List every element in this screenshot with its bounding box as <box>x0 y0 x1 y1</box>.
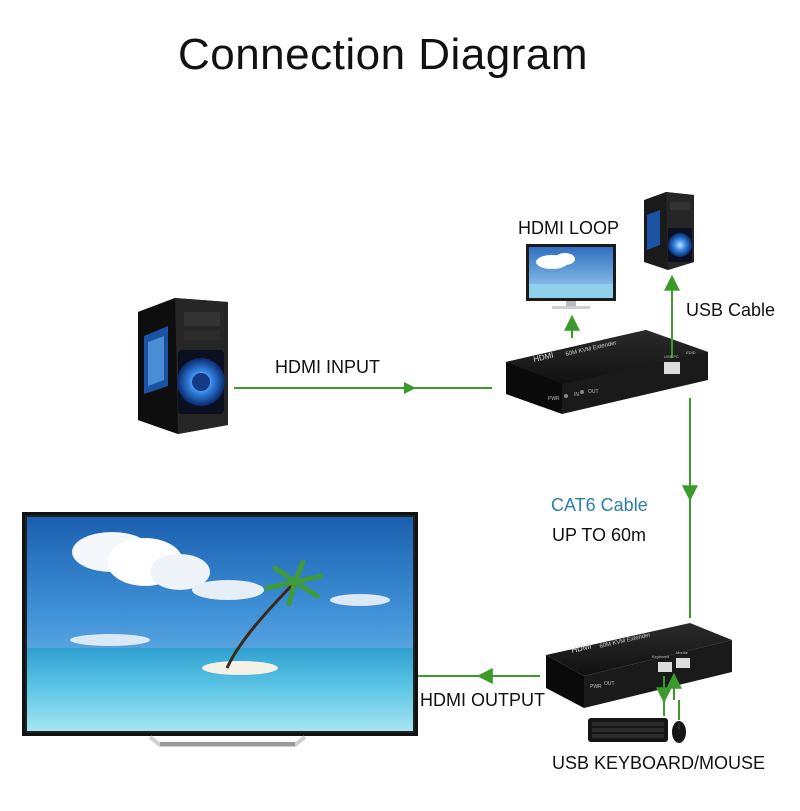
receiver-logo: HDMI <box>570 642 592 655</box>
transmitter-usb-label: USB PC <box>664 354 679 359</box>
loop-monitor-image <box>526 244 616 309</box>
receiver-keyboard-port <box>658 662 672 672</box>
loop-pc-image <box>644 192 694 270</box>
hdmi-input-label: HDMI INPUT <box>275 357 380 377</box>
receiver-mouse-port <box>676 658 690 668</box>
tv-image <box>22 512 418 747</box>
transmitter-out-label: OUT <box>588 389 599 395</box>
cat6-cable-label: CAT6 Cable <box>551 495 648 515</box>
mouse-image <box>672 721 686 743</box>
transmitter-device <box>506 330 708 414</box>
hdmi-loop-label: HDMI LOOP <box>518 218 620 238</box>
diagram-title: Connection Diagram <box>177 30 589 79</box>
usb-keyboard-mouse-label: USB KEYBOARD/MOUSE <box>552 753 766 773</box>
distance-label: UP TO 60m <box>552 525 647 545</box>
transmitter-usb-port <box>664 362 680 374</box>
hdmi-output-label: HDMI OUTPUT <box>420 690 545 710</box>
keyboard-image <box>588 718 668 742</box>
transmitter-edid-label: EDID <box>686 350 696 355</box>
hdmi-input-arrow <box>404 382 416 394</box>
receiver-device <box>546 623 732 708</box>
source-pc-image <box>138 298 228 434</box>
receiver-out-label: OUT <box>604 681 615 687</box>
transmitter-logo: HDMI <box>532 351 554 364</box>
connection-lines <box>234 274 698 720</box>
usb-cable-label: USB Cable <box>686 300 776 320</box>
receiver-mouse-label: Mouse <box>676 650 689 655</box>
receiver-pwr-label: PWR <box>590 684 602 690</box>
transmitter-in-label: IN <box>574 392 579 398</box>
receiver-keyboard-label: Keyboard <box>652 654 669 659</box>
transmitter-pwr-label: PWR <box>548 396 560 402</box>
